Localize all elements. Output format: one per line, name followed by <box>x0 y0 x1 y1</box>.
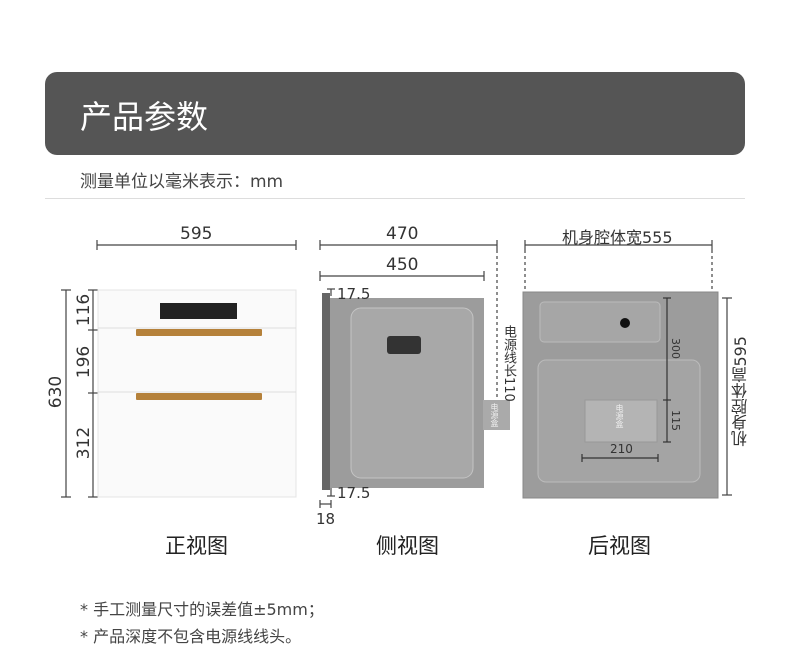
cavity-width-label: 机身腔体宽555 <box>562 228 673 247</box>
note-tolerance: * 手工测量尺寸的误差值±5mm； <box>80 600 324 619</box>
divider <box>45 198 745 199</box>
front-height-label: 630 <box>46 375 67 409</box>
seg3-label: 312 <box>74 426 95 460</box>
door-panel <box>322 293 330 490</box>
dim-115-label: 115 <box>669 410 682 431</box>
power-box-label: 电源盒 <box>490 403 499 427</box>
top-gap-label: 17.5 <box>337 285 371 303</box>
back-power-box-label: 电源盒 <box>615 404 624 428</box>
cable-length-label: 电源线长110 <box>501 325 516 402</box>
side-view-caption: 侧视图 <box>376 534 439 558</box>
header-bar <box>45 72 745 155</box>
front-view-caption: 正视图 <box>165 534 228 558</box>
seg2-label: 196 <box>74 345 95 379</box>
front-width-label: 595 <box>180 224 213 244</box>
page-title: 产品参数 <box>80 98 209 136</box>
handle <box>136 329 262 336</box>
side-depth-total: 470 <box>386 224 419 244</box>
side-depth-body: 450 <box>386 255 419 275</box>
display-panel <box>160 303 237 319</box>
unit-note: 测量单位以毫米表示：mm <box>80 172 284 192</box>
handle <box>136 393 262 400</box>
seg1-label: 116 <box>74 293 95 327</box>
panel-thickness-label: 18 <box>316 510 336 528</box>
power-box <box>483 400 510 430</box>
back-view-caption: 后视图 <box>588 534 651 558</box>
dim-210-label: 210 <box>610 442 633 456</box>
cavity-height-label: 机身腔体高595 <box>731 336 750 447</box>
note-depth: * 产品深度不包含电源线线头。 <box>80 627 302 646</box>
bottom-gap-label: 17.5 <box>337 484 371 502</box>
dim-300-label: 300 <box>669 338 682 359</box>
